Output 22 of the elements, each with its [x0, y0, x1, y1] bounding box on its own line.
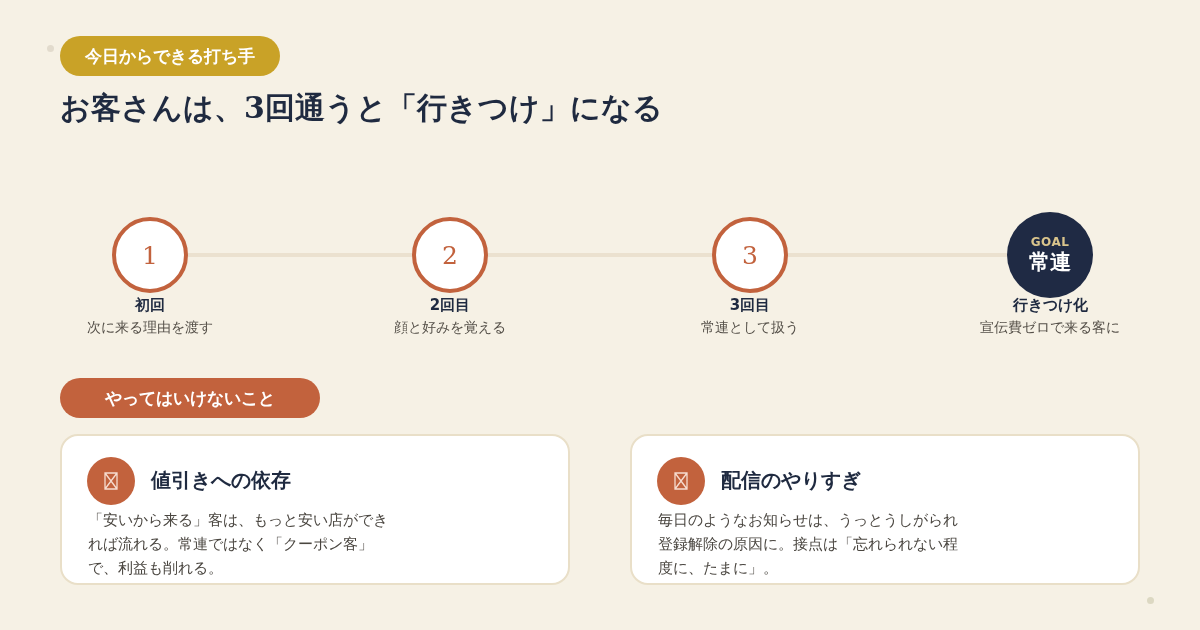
- card-heading: 配信のやりすぎ: [721, 467, 861, 494]
- goal-title: 常連: [1029, 249, 1071, 275]
- step-label: 2回目: [429, 296, 471, 315]
- section-tag: やってはいけないこと: [60, 378, 320, 418]
- step-caption: 常連として扱う: [701, 319, 799, 337]
- warning-card: [630, 434, 1140, 585]
- section-tag: 今日からできる打ち手: [60, 36, 280, 76]
- step-number: 2: [442, 242, 458, 268]
- card-heading: 値引きへの依存: [151, 467, 291, 494]
- step-label: 初回: [135, 296, 165, 315]
- step-label: 行きつけ化: [1012, 296, 1088, 315]
- card-text: 「安いから来る」客は、もっと安い店ができれば流れる。常連ではなく「クーポン客」で、利益も削れる。: [88, 511, 388, 578]
- card-text: 毎日のようなお知らせは、うっとうしがられ登録解除の原因に。接点は「忘れられない程度に、たまに」。: [658, 511, 958, 578]
- step-caption: 宣伝費ゼロで来る客に: [980, 319, 1120, 337]
- goal-label: GOAL: [1030, 235, 1070, 249]
- page-title: お客さんは、3回通うと「行きつけ」になる: [60, 89, 663, 127]
- step-number: 3: [742, 242, 758, 268]
- warning-card: [60, 434, 570, 585]
- step-number: 1: [142, 242, 158, 268]
- step-label: 3回目: [729, 296, 771, 315]
- step-caption: 次に来る理由を渡す: [87, 319, 213, 337]
- step-caption: 顔と好みを覚える: [394, 319, 506, 337]
